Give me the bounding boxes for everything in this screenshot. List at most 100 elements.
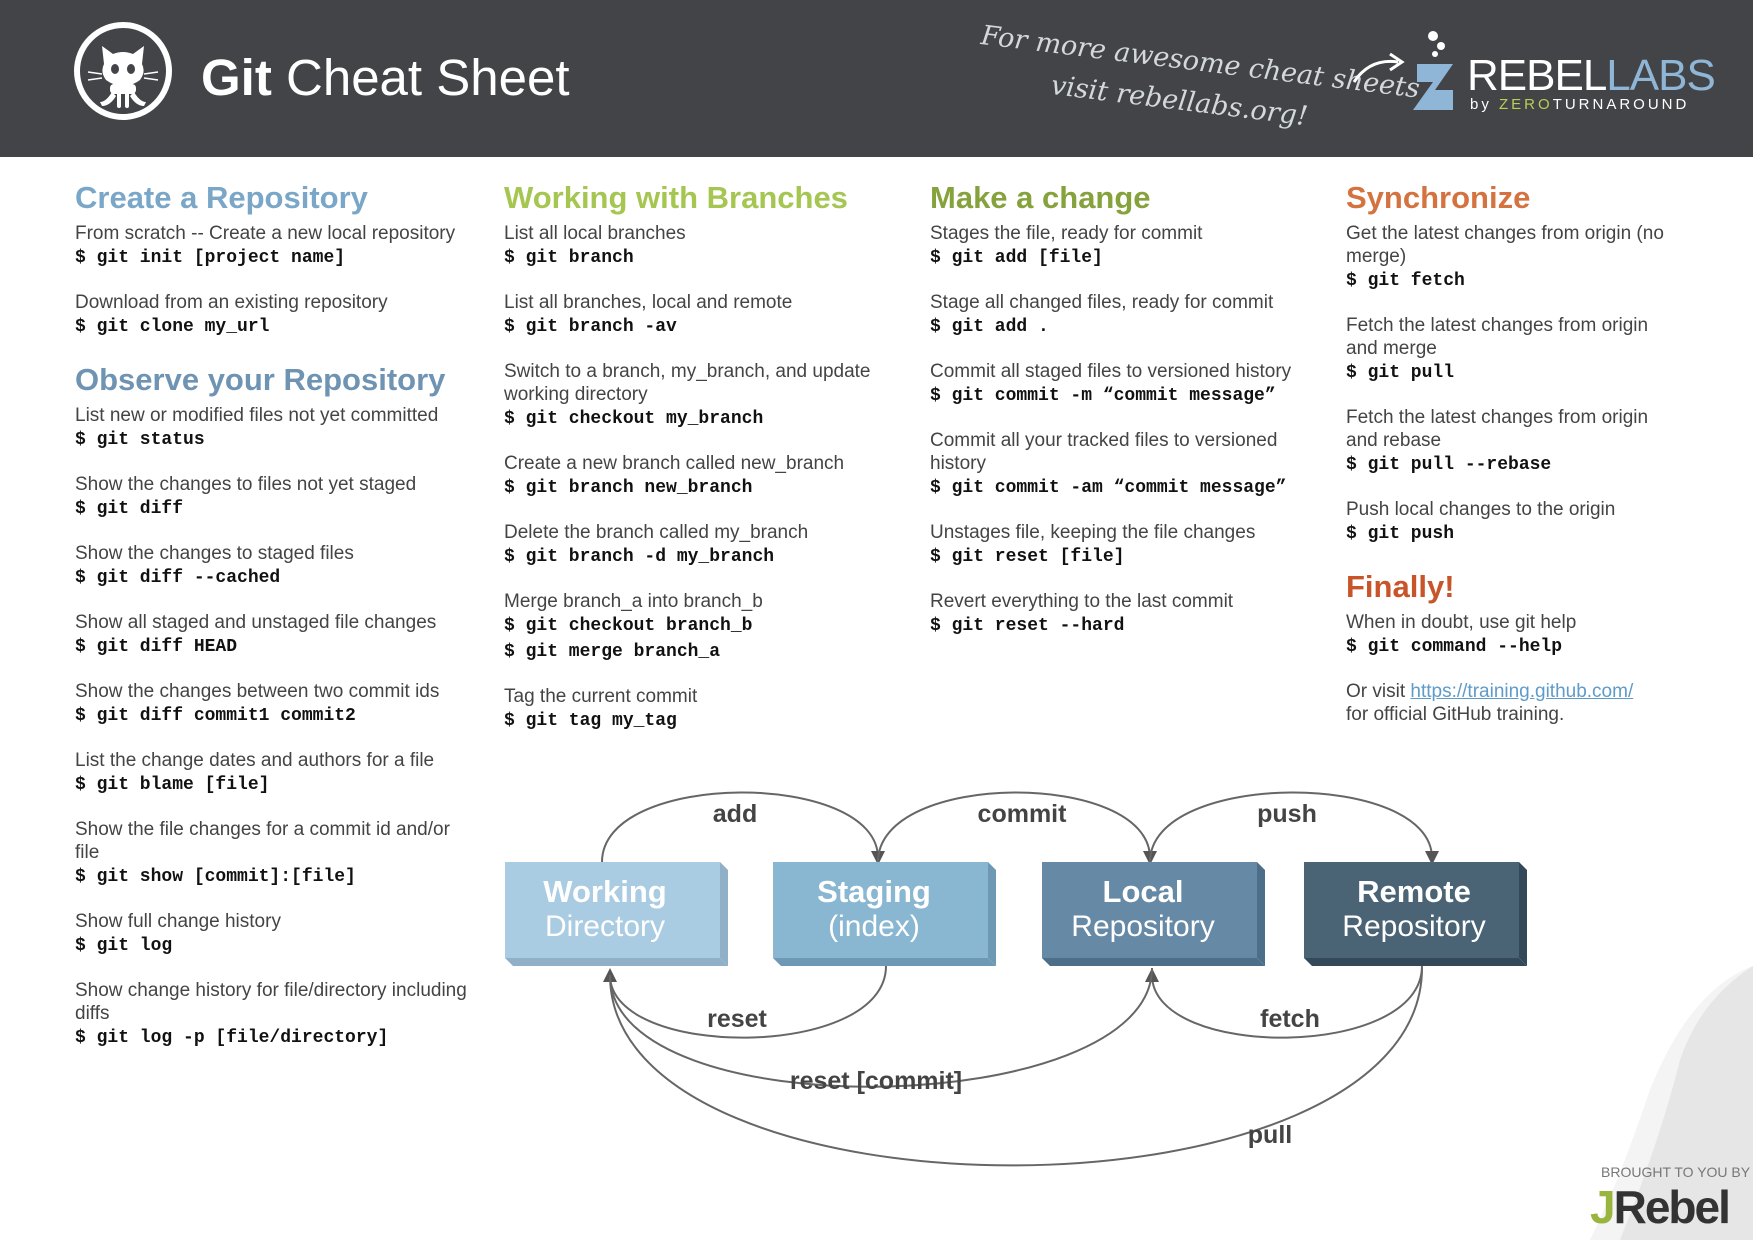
item-command: $ git status	[75, 430, 205, 450]
github-octocat-logo	[74, 22, 172, 120]
list-item: Commit all your tracked files to version…	[930, 429, 1330, 501]
brought-to-you-by: BROUGHT TO YOU BY	[1601, 1164, 1751, 1180]
item-desc: Unstages file, keeping the file changes	[930, 522, 1256, 543]
finally-item-visit: Or visit https://training.github.com/ fo…	[1346, 680, 1676, 726]
section-title-sync: Synchronize	[1346, 180, 1531, 215]
item-desc: Tag the current commit	[504, 686, 698, 707]
commit-arrow	[877, 791, 1157, 865]
item-desc: Fetch the latest changes from origin and…	[1346, 315, 1649, 359]
list-item: Commit all staged files to versioned his…	[930, 360, 1330, 409]
box-staging-line2: (index)	[828, 910, 920, 943]
finally-item-help: When in doubt, use git help $ git comman…	[1346, 611, 1676, 660]
item-desc: List new or modified files not yet commi…	[75, 405, 439, 426]
box-working-line1: Working	[543, 874, 666, 909]
column-4: Synchronize Get the latest changes from …	[1346, 178, 1676, 746]
item-desc: Stages the file, ready for commit	[930, 223, 1203, 244]
list-item: Unstages file, keeping the file changes $…	[930, 521, 1330, 570]
brand-zero: ZERO	[1499, 96, 1553, 113]
label-pull: pull	[1248, 1121, 1292, 1149]
item-command: $ git reset --hard	[930, 616, 1125, 636]
list-item: Delete the branch called my_branch$ git …	[504, 521, 904, 570]
list-item: From scratch -- Create a new local repos…	[75, 222, 475, 271]
list-item: Tag the current commit $ git tag my_tag	[504, 685, 904, 734]
list-item: Download from an existing repository $ gi…	[75, 291, 475, 340]
page-title: Git Cheat Sheet	[201, 48, 570, 108]
list-item: Show the changes to files not yet staged…	[75, 473, 475, 522]
item-command: $ git show [commit]:[file]	[75, 867, 356, 887]
item-desc: Fetch the latest changes from origin and…	[1346, 407, 1649, 451]
list-item: Show the changes between two commit ids$…	[75, 680, 475, 729]
create-items: From scratch -- Create a new local repos…	[75, 222, 475, 340]
item-command: $ git merge branch_a	[504, 642, 721, 662]
item-desc: Commit all your tracked files to version…	[930, 430, 1278, 474]
item-desc: Create a new branch called new_branch	[504, 453, 845, 474]
item-command: $ git add [file]	[930, 248, 1103, 268]
item-desc: Show full change history	[75, 911, 281, 932]
visit-line: Or visit https://training.github.com/	[1346, 680, 1676, 703]
item-command: $ git diff commit1 commit2	[75, 706, 356, 726]
list-item: Fetch the latest changes from origin and…	[1346, 406, 1676, 478]
item-command: $ git init [project name]	[75, 248, 346, 268]
visit-prefix: Or visit	[1346, 681, 1411, 702]
label-reset: reset	[707, 1005, 767, 1033]
item-command: $ git reset [file]	[930, 547, 1125, 567]
list-item: Stage all changed files, ready for commi…	[930, 291, 1330, 340]
item-command: $ git branch -d my_branch	[504, 547, 775, 567]
box-working-directory	[505, 862, 728, 966]
rebellabs-wordmark: REBELLABS	[1467, 51, 1716, 100]
item-command: $ git diff --cached	[75, 568, 281, 588]
list-item: Show the file changes for a commit id an…	[75, 818, 475, 890]
brand-labs: LABS	[1606, 51, 1716, 100]
item-command: $ git branch	[504, 248, 634, 268]
list-item: Fetch the latest changes from origin and…	[1346, 314, 1676, 386]
sync-items: Get the latest changes from origin (no m…	[1346, 222, 1676, 547]
fetch-arrow	[1145, 965, 1423, 1039]
section-title-branches: Working with Branches	[504, 180, 848, 215]
training-link[interactable]: https://training.github.com/	[1410, 681, 1634, 702]
promo-arrow-icon	[1352, 52, 1405, 83]
item-desc: List all branches, local and remote	[504, 292, 793, 313]
brand-turnaround: TURNAROUND	[1552, 96, 1690, 113]
reset-arrow	[603, 965, 887, 1039]
box-staging-line1: Staging	[817, 874, 931, 909]
list-item: Show the changes to staged files$ git di…	[75, 542, 475, 591]
box-local-repository	[1042, 862, 1265, 966]
item-command: $ git branch -av	[504, 317, 677, 337]
list-item: Create a new branch called new_branch$ g…	[504, 452, 904, 501]
item-command: $ git pull	[1346, 363, 1455, 383]
box-working-line2: Directory	[545, 910, 665, 943]
column-2: Working with Branches List all local bra…	[504, 178, 904, 754]
list-item: Revert everything to the last commit$ gi…	[930, 590, 1330, 639]
item-command: $ git blame [file]	[75, 775, 270, 795]
item-desc: When in doubt, use git help	[1346, 612, 1577, 633]
item-command: $ git pull --rebase	[1346, 455, 1552, 475]
item-desc: Commit all staged files to versioned his…	[930, 361, 1292, 382]
label-push: push	[1257, 800, 1317, 828]
item-command: $ git diff	[75, 499, 184, 519]
list-item: List new or modified files not yet commi…	[75, 404, 475, 453]
box-remote-fill	[1304, 862, 1519, 958]
box-staging	[773, 862, 996, 966]
item-desc: Get the latest changes from origin (no m…	[1346, 223, 1664, 267]
item-command: $ git log -p [file/directory]	[75, 1028, 389, 1048]
add-arrow	[601, 791, 885, 865]
pull-arrow	[609, 967, 1423, 1167]
rebellabs-logo-icon	[1413, 31, 1453, 110]
item-desc: Download from an existing repository	[75, 292, 388, 313]
header-bar: Git Cheat Sheet For more awesome cheat s…	[0, 0, 1753, 157]
item-command: $ git command --help	[1346, 637, 1563, 657]
item-desc: Push local changes to the origin	[1346, 499, 1616, 520]
box-remote-line1: Remote	[1357, 874, 1471, 909]
item-command: $ git tag my_tag	[504, 711, 677, 731]
item-command: $ git commit -m “commit message”	[930, 386, 1276, 406]
column-1: Create a Repository From scratch -- Crea…	[75, 178, 475, 1071]
item-command: $ git clone my_url	[75, 317, 270, 337]
list-item: List the change dates and authors for a …	[75, 749, 475, 798]
box-remote-repository	[1304, 862, 1527, 966]
label-commit: commit	[978, 800, 1068, 828]
item-command: $ git add .	[930, 317, 1049, 337]
jrebel-j: J	[1590, 1181, 1616, 1233]
label-reset-commit: reset [commit]	[790, 1067, 962, 1095]
section-title-observe: Observe your Repository	[75, 362, 446, 397]
column-3: Make a change Stages the file, ready for…	[930, 178, 1330, 659]
